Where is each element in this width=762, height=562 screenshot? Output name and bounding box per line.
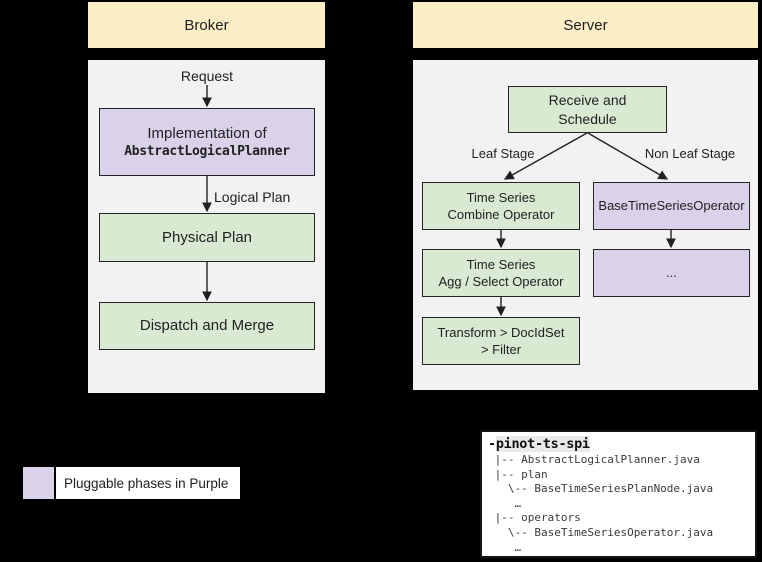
request-label: Request xyxy=(180,68,234,84)
code-tree-line: |-- operators xyxy=(488,511,581,525)
legend-purple-swatch xyxy=(23,467,54,499)
code-tree-line: \-- BaseTimeSeriesOperator.java xyxy=(488,525,714,539)
transform-filter-node: Transform > DocIdSet > Filter xyxy=(422,317,580,365)
transform-filter-line2: > Filter xyxy=(480,342,522,357)
non-leaf-stage-label: Non Leaf Stage xyxy=(644,146,736,161)
physical-plan-node: Physical Plan xyxy=(99,213,315,262)
broker-lane-header: Broker xyxy=(88,2,325,48)
agg-select-operator-node: Time Series Agg / Select Operator xyxy=(422,249,580,297)
code-tree-line: … xyxy=(488,496,522,510)
base-operator-node: BaseTimeSeriesOperator xyxy=(593,182,750,230)
receive-schedule-line2: Schedule xyxy=(558,110,617,127)
ellipsis-label: ... xyxy=(666,265,677,281)
logical-planner-line2: AbstractLogicalPlanner xyxy=(124,144,290,160)
server-lane-header: Server xyxy=(413,2,758,48)
code-tree-line: \-- BaseTimeSeriesPlanNode.java xyxy=(488,482,714,496)
agg-select-line2: Agg / Select Operator xyxy=(438,274,564,289)
ellipsis-node: ... xyxy=(593,249,750,297)
logical-plan-label: Logical Plan xyxy=(214,189,291,205)
logical-planner-node: Implementation of AbstractLogicalPlanner xyxy=(99,108,315,176)
logical-planner-line1: Implementation of xyxy=(147,124,267,142)
leaf-stage-label: Leaf Stage xyxy=(471,146,535,161)
physical-plan-label: Physical Plan xyxy=(161,228,253,246)
code-tree-box: -pinot-ts-spi |-- AbstractLogicalPlanner… xyxy=(480,430,757,558)
combine-operator-line1: Time Series xyxy=(466,189,536,205)
code-tree-title-name: pinot-ts-spi xyxy=(495,436,590,452)
legend-label-box: Pluggable phases in Purple xyxy=(56,467,240,499)
agg-select-line1: Time Series xyxy=(466,256,536,272)
broker-lane-title: Broker xyxy=(184,16,229,34)
code-tree-title-dash: - xyxy=(488,436,496,452)
combine-operator-node: Time Series Combine Operator xyxy=(422,182,580,230)
dispatch-merge-label: Dispatch and Merge xyxy=(139,317,275,335)
dispatch-merge-node: Dispatch and Merge xyxy=(99,302,315,350)
code-tree-line: |-- AbstractLogicalPlanner.java xyxy=(488,453,700,466)
legend-label: Pluggable phases in Purple xyxy=(64,475,229,491)
combine-operator-line2: Combine Operator xyxy=(447,207,555,222)
transform-filter-line1: Transform > DocIdSet xyxy=(437,324,565,340)
code-tree-title: -pinot-ts-spi xyxy=(488,435,751,453)
server-lane-title: Server xyxy=(563,16,608,34)
code-tree-line: |-- plan xyxy=(488,467,548,481)
receive-schedule-node: Receive and Schedule xyxy=(508,86,667,133)
base-operator-label: BaseTimeSeriesOperator xyxy=(598,198,745,214)
code-tree-line: … xyxy=(488,540,522,554)
receive-schedule-line1: Receive and xyxy=(548,92,627,109)
